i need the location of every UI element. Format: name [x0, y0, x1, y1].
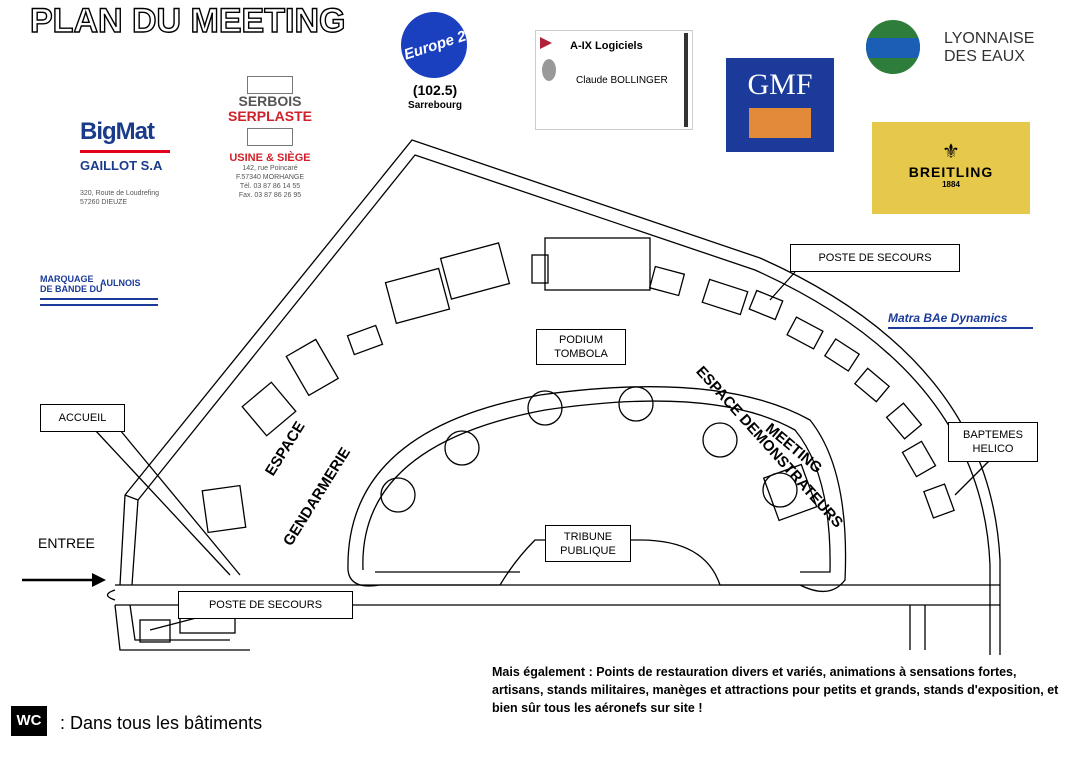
note-text: Points de restauration divers et variés,… — [492, 665, 1059, 715]
bigmat-addr1: 320, Route de Loudrefing — [80, 190, 160, 197]
aix-name: A-IX Logiciels — [570, 40, 643, 52]
lyonnaise-line2: DES EAUX — [944, 48, 1025, 65]
serbois-addr1: 142, rue Poincaré — [242, 165, 298, 172]
bigmat-name: BigMat — [80, 118, 155, 145]
tribune-publique: TRIBUNE PUBLIQUE — [545, 525, 631, 562]
marquage-line2: DE BANDE DU — [40, 284, 103, 294]
gmf-name: GMF — [747, 68, 813, 101]
baptemes-helico: BAPTEMES HELICO — [948, 422, 1038, 462]
serbois-grid-icon — [247, 76, 293, 94]
serbois-logo: SERBOIS SERPLASTE USINE & SIÈGE 142, rue… — [215, 76, 325, 208]
marquage-line1: MARQUAGE — [40, 274, 94, 284]
bottom-note: Mais également : Points de restauration … — [492, 663, 1062, 717]
gmf-logo: GMF — [726, 58, 834, 152]
bigmat-rule — [80, 150, 170, 153]
marquage-logo: MARQUAGE DE BANDE DU AULNOIS — [40, 274, 160, 318]
lyonnaise-line1: LYONNAISE — [944, 30, 1035, 47]
perimeter-road — [124, 139, 1001, 655]
lyonnaise-logo: LYONNAISE DES EAUX — [866, 20, 1046, 76]
note-lead: Mais également : — [492, 665, 597, 679]
europe2-logo: Europe 2 (102.5) Sarrebourg — [396, 12, 474, 112]
europe2-city: Sarrebourg — [408, 100, 462, 111]
serbois-tag: USINE & SIÈGE — [229, 152, 311, 164]
bigmat-logo: BigMat GAILLOT S.A 320, Route de Loudref… — [55, 118, 185, 210]
poste-secours-bottom: POSTE DE SECOURS — [178, 591, 353, 619]
breitling-year: 1884 — [942, 180, 960, 189]
serbois-addr2: F.57340 MORHANGE — [235, 174, 305, 181]
entree-label: ENTREE — [38, 535, 95, 551]
wings-icon: ⚜ — [942, 141, 960, 163]
podium-tombola: PODIUM TOMBOLA — [536, 329, 626, 365]
aix-person-icon — [542, 59, 556, 81]
wc-icon: WC — [11, 706, 47, 736]
aix-flag-icon — [540, 37, 552, 49]
breitling-logo: ⚜ BREITLING 1884 — [872, 122, 1030, 214]
lyonnaise-globe-icon — [866, 20, 920, 74]
europe2-disc-icon — [401, 12, 467, 78]
matra-name: Matra BAe Dynamics — [888, 311, 1008, 325]
matra-logo: Matra BAe Dynamics — [888, 311, 1033, 335]
bigmat-sub: GAILLOT S.A — [80, 158, 163, 173]
aix-person: Claude BOLLINGER — [576, 75, 668, 86]
page-title: PLAN DU MEETING — [29, 1, 346, 40]
serbois-line2: SERPLASTE — [227, 108, 312, 124]
gmf-faces-icon — [749, 108, 811, 138]
serbois-tel: Tél. 03 87 86 14 55 — [239, 183, 301, 190]
bigmat-addr2: 57260 DIEUZE — [80, 199, 128, 206]
serbois-grid-icon-2 — [247, 128, 293, 146]
wc-legend-text: : Dans tous les bâtiments — [60, 713, 263, 733]
serbois-line1: SERBOIS — [238, 93, 302, 109]
serbois-fax: Fax. 03 87 86 26 95 — [238, 192, 302, 199]
aix-logiciels-card: A-IX Logiciels Claude BOLLINGER — [535, 30, 693, 130]
poste-secours-top: POSTE DE SECOURS — [790, 244, 960, 272]
entrance-arrow — [22, 573, 106, 587]
accueil-label: ACCUEIL — [40, 404, 125, 432]
arena-track — [347, 386, 847, 592]
europe2-freq: (102.5) — [412, 82, 458, 98]
breitling-name: BREITLING — [908, 164, 994, 180]
aix-edge-bar — [684, 33, 688, 127]
marquage-line3: AULNOIS — [100, 278, 141, 288]
